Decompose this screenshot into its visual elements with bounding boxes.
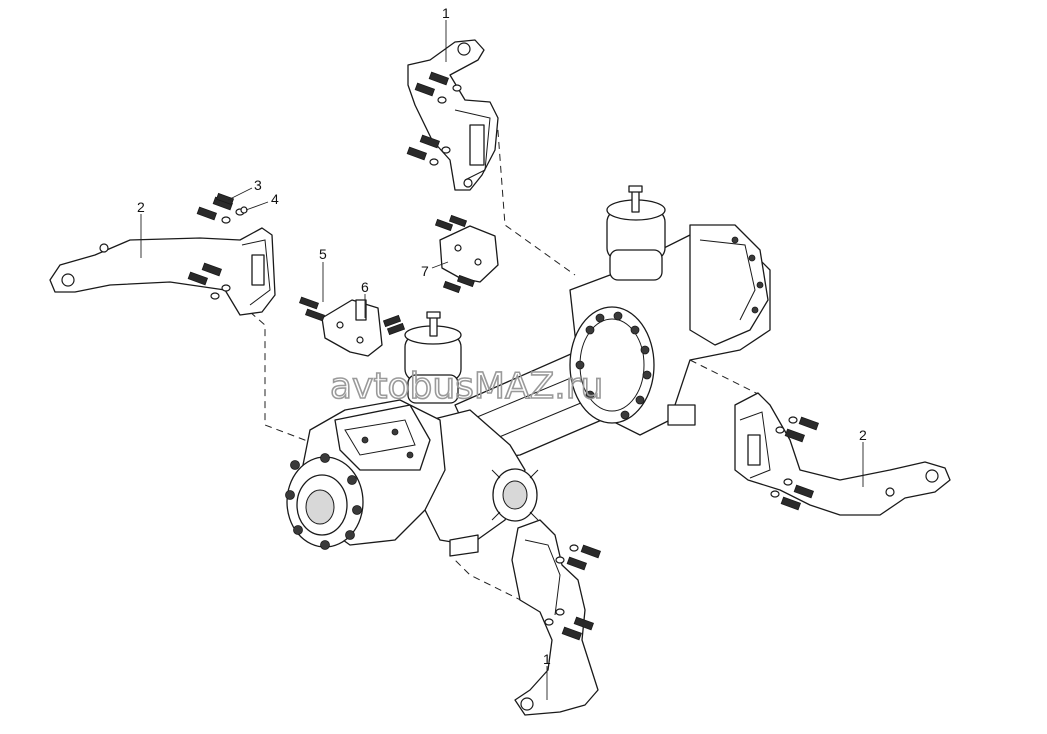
callout-7: 7 [421,263,429,279]
bracket-2-right [734,392,951,516]
right-hub-assembly [569,224,771,436]
left-hub-assembly [285,399,446,550]
callout-6: 6 [361,279,369,295]
callout-leaders [140,20,864,700]
bracket-1-bottom-bolts [544,544,601,641]
bracket-2-right-bolts [770,416,819,511]
left-brake-chamber [404,311,462,404]
callout-2-left: 2 [137,199,145,215]
left-hub-bolts [285,453,362,550]
callout-4: 4 [271,191,279,207]
watermark-text: avtobusMAZ.ru [330,366,603,407]
assembly-guide-lines [249,117,761,618]
bolt-3-and-washer-4-set [215,192,248,214]
left-caliper-bolts [361,428,414,459]
right-hub-bolts [575,311,652,420]
callout-numbers: 1 1 2 2 3 4 5 6 7 [137,5,867,667]
callout-1-top: 1 [442,5,450,21]
bracket-2-left [49,227,276,316]
bracket-1-top-bolts [406,71,462,166]
callout-2-right: 2 [859,427,867,443]
callout-3: 3 [254,177,262,193]
callout-5: 5 [319,246,327,262]
right-brake-caliper-bolts [731,236,764,314]
bracket-1-bottom [511,519,599,716]
callout-1-bottom: 1 [543,651,551,667]
bracket-1-top [407,39,499,191]
differential-housing [419,409,539,557]
clamp-plate-6 [321,299,383,357]
clamp-plate-7 [434,214,499,294]
right-brake-chamber [606,185,666,281]
pinion-flange-studs [491,469,539,521]
bolts-5 [299,296,406,336]
